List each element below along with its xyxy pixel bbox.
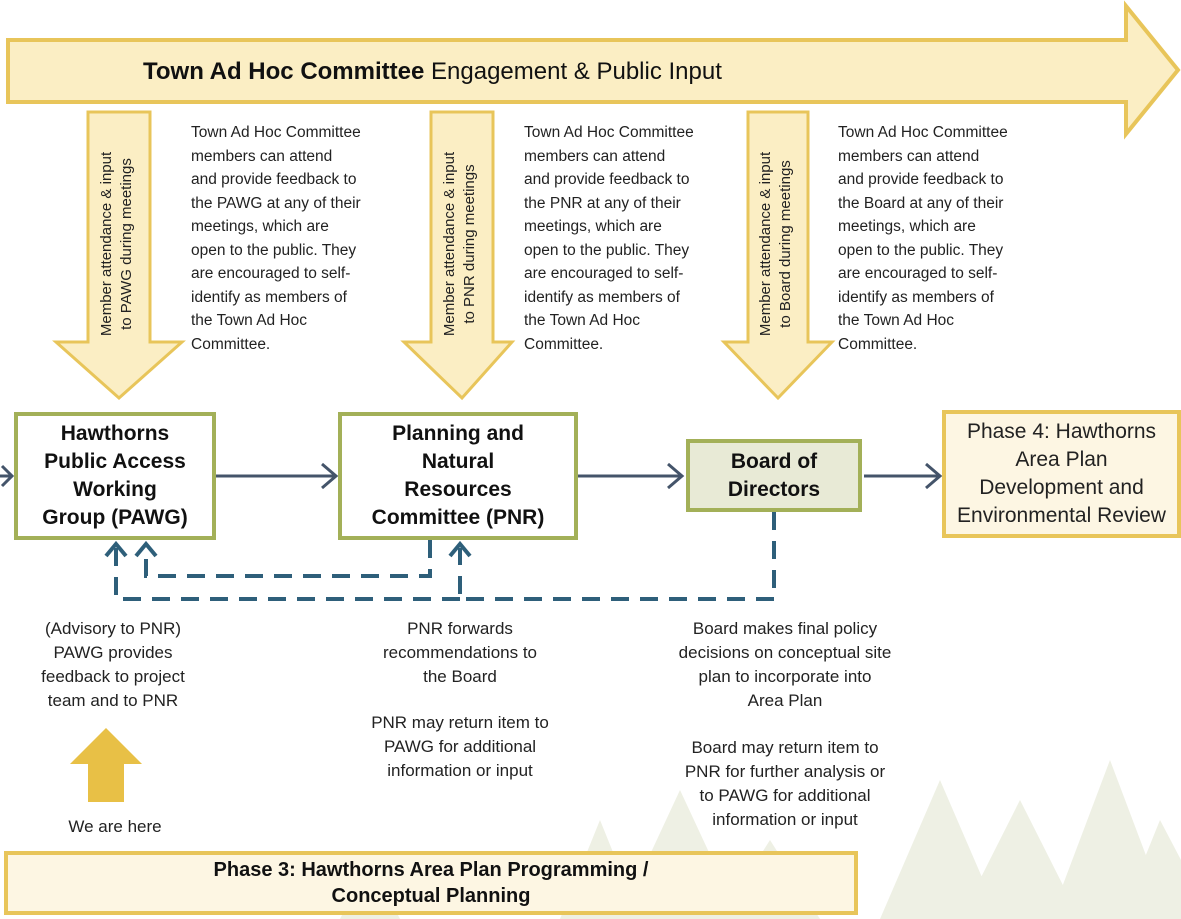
pawg-box: Hawthorns Public Access Working Group (P…	[14, 412, 216, 540]
pnr-box: Planning and Natural Resources Committee…	[338, 412, 578, 540]
feedback-arrowheads	[104, 540, 472, 558]
note-board-return: Board may return item to PNR for further…	[684, 738, 886, 829]
note-pnr-forward: PNR forwards recommendations to the Boar…	[382, 619, 538, 686]
note-pnr-return: PNR may return item to PAWG for addition…	[371, 713, 549, 780]
banner-arrow	[6, 0, 1181, 140]
flow-connectors	[0, 462, 943, 490]
description-pawg: Town Ad Hoc Committee members can attend…	[191, 124, 361, 353]
description-pnr: Town Ad Hoc Committee members can attend…	[524, 124, 694, 353]
down-arrow-pawg	[52, 110, 186, 401]
board-box: Board of Directors	[686, 439, 862, 512]
down-arrow-board	[720, 110, 836, 401]
down-arrow-label-board: Member attendance & input to Board durin…	[757, 151, 794, 337]
note-board-decisions: Board makes final policy decisions on co…	[678, 619, 892, 710]
down-arrow-label-pnr: Member attendance & input to PNR during …	[441, 151, 478, 337]
phase3-banner: Phase 3: Hawthorns Area Plan Programming…	[4, 851, 858, 915]
down-arrow-pnr	[400, 110, 516, 401]
down-arrow-label-pawg: Member attendance & input to PAWG during…	[98, 151, 135, 337]
phase4-box: Phase 4: Hawthorns Area Plan Development…	[942, 410, 1181, 538]
banner-title-rest: Engagement & Public Input	[424, 58, 722, 85]
description-board: Town Ad Hoc Committee members can attend…	[838, 124, 1008, 353]
banner-title: Town Ad Hoc Committee Engagement & Publi…	[143, 58, 722, 86]
we-are-here-arrow	[70, 728, 142, 802]
we-are-here-label: We are here	[68, 817, 162, 836]
banner-title-bold: Town Ad Hoc Committee	[143, 58, 425, 85]
note-pawg: (Advisory to PNR) PAWG provides feedback…	[41, 619, 185, 710]
feedback-paths	[114, 512, 776, 601]
